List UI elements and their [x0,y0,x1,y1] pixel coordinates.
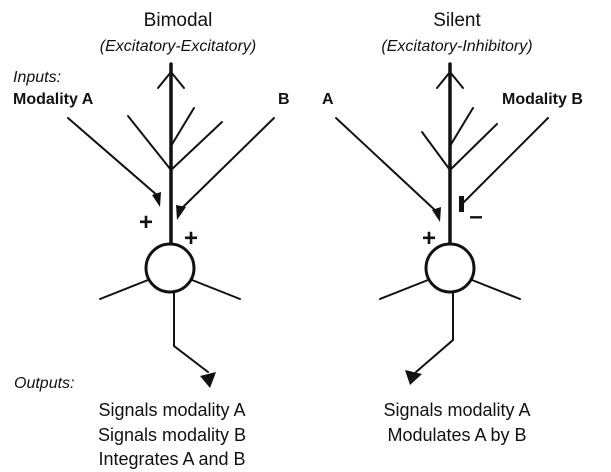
bimodal-dendrite-branch-left [127,115,172,171]
bimodal-sign-a: + [139,209,153,236]
bimodal-subtitle: (Excitatory-Excitatory) [100,38,256,55]
bimodal-synapse-b [176,205,186,220]
outputs-label: Outputs: [14,375,74,392]
bimodal-axon-terminal [200,372,216,388]
silent-axon-terminal [405,370,422,385]
bimodal-input-a-label: Modality A [13,91,94,108]
bimodal-outputs: Signals modality A Signals modality B In… [98,400,246,469]
bimodal-synapse-a [152,192,161,207]
silent-outputs: Signals modality A Modulates A by B [383,400,530,445]
bimodal-dendrite-branch-right-lower [170,121,223,171]
bimodal-soma [144,242,196,294]
silent-panel: Silent (Excitatory-Inhibitory) A Modalit… [322,10,583,445]
silent-sign-b: – [469,203,482,230]
silent-output-line: Modulates A by B [387,425,526,445]
bimodal-dendrite-fork-left [157,71,172,89]
bimodal-input-b-axon [179,117,275,211]
bimodal-output-line: Signals modality B [98,425,246,445]
silent-axon [415,291,454,373]
silent-input-b-axon [461,117,549,205]
silent-title: Silent [433,10,481,31]
silent-synapse-a [432,207,441,222]
silent-subtitle: (Excitatory-Inhibitory) [381,38,532,55]
bimodal-output-line: Signals modality A [98,400,245,420]
bimodal-dendrite-fork-right [170,71,185,89]
silent-input-a-axon [335,117,438,213]
silent-basal-dendrite-right [471,279,521,300]
silent-input-b-label: Modality B [502,91,583,108]
bimodal-axon [173,291,209,373]
silent-output-line: Signals modality A [383,400,530,420]
bimodal-basal-dendrite-right [191,279,241,300]
silent-synapse-b [459,196,464,212]
silent-basal-dendrite-left [379,279,429,300]
silent-sign-a: + [422,225,436,252]
silent-neuron [379,62,521,385]
bimodal-title: Bimodal [144,10,213,31]
silent-input-a-label: A [322,91,334,108]
silent-soma [424,242,476,294]
bimodal-dendrite-branch-right-upper [170,107,195,147]
bimodal-input-b-label: B [278,91,290,108]
silent-dendrite-branch-right-lower [449,123,498,171]
inputs-label: Inputs: [13,69,61,86]
bimodal-panel: Bimodal (Excitatory-Excitatory) Inputs: … [13,10,290,469]
bimodal-sign-b: + [184,225,198,252]
silent-dendrite-fork-right [449,71,464,89]
bimodal-neuron [99,62,241,388]
silent-dendrite-branch-left [421,131,451,171]
bimodal-output-line: Integrates A and B [98,449,245,469]
silent-dendrite-fork-left [436,71,451,89]
silent-dendrite-branch-right-upper [449,107,474,147]
bimodal-basal-dendrite-left [99,279,149,300]
bimodal-input-a-axon [67,117,159,197]
